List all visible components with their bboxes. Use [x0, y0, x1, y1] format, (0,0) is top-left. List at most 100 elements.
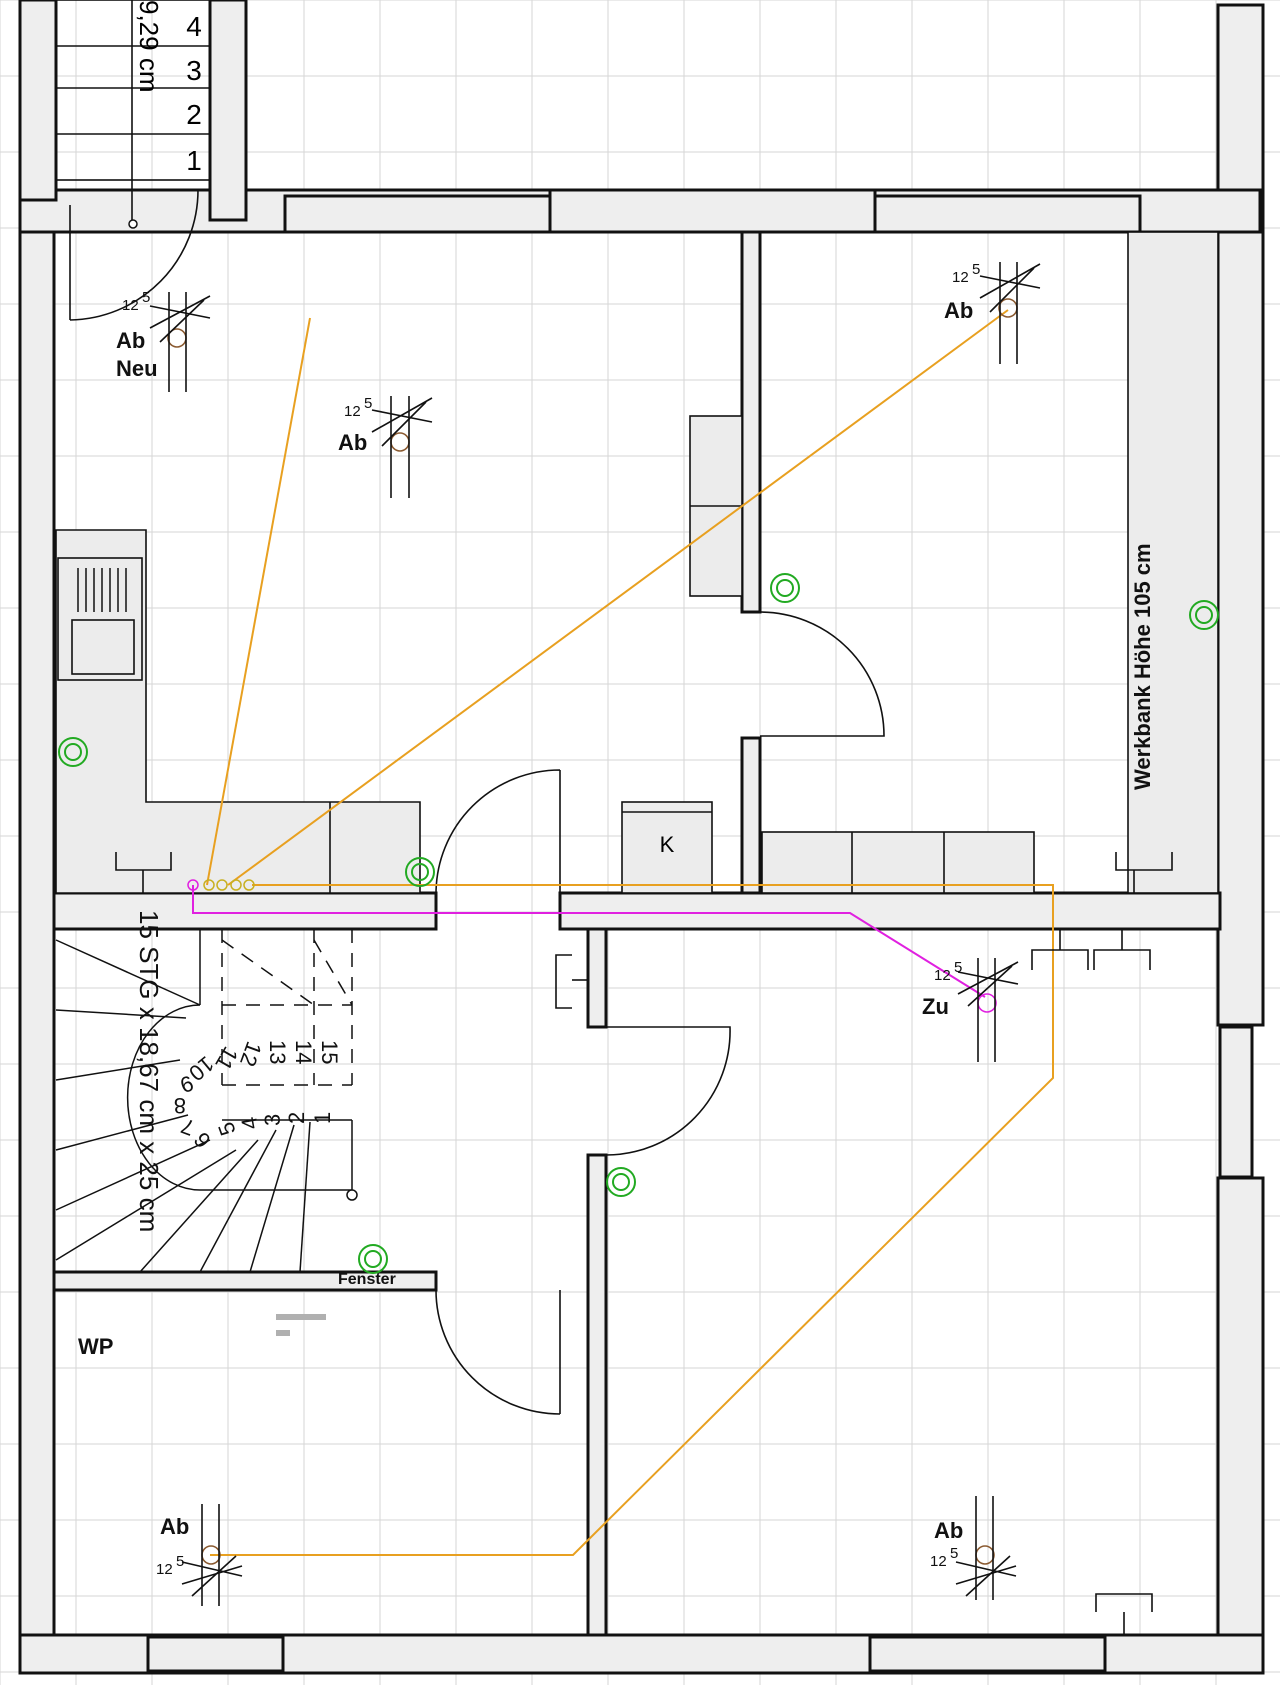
- duct-to-ab-bottom-left: [210, 884, 1054, 1556]
- door-kitchen-right: [759, 611, 885, 737]
- stair-partial-label: Fenster: [338, 1271, 396, 1288]
- kitchen-counter: [55, 529, 421, 894]
- valve-ab-neu: 12 5 Ab Neu: [116, 289, 211, 392]
- size-tag-sup: 5: [142, 289, 150, 306]
- stair-num: 1: [310, 1112, 335, 1124]
- label-ab-mid: Ab: [338, 430, 367, 455]
- stair-num: 8: [174, 1093, 186, 1118]
- doors: [69, 189, 885, 1415]
- legend-bar-2: [276, 1330, 290, 1336]
- fridge: [621, 801, 713, 894]
- label-wp: WP: [78, 1334, 113, 1359]
- label-ab-neu-2: Neu: [116, 356, 158, 381]
- wall-left: [18, 0, 56, 1672]
- light-fixture: [555, 954, 572, 1009]
- stair-numbers: 15 14 13 12 11 10 9 8 7 6 5 4 3 2 1: [174, 1038, 342, 1153]
- outlet-stair: [358, 1244, 388, 1274]
- light-fixture: [1095, 1593, 1153, 1612]
- stair-top-outline: [55, 0, 211, 181]
- valve-zu-icon: [977, 993, 997, 1013]
- stair-top-num-3: 3: [186, 55, 202, 86]
- stove: [57, 557, 143, 681]
- light-fixture: [1031, 949, 1089, 970]
- legend-bar-1: [276, 1314, 326, 1320]
- size-tag-sup: 5: [950, 1545, 958, 1562]
- outlet-cabinet: [770, 573, 800, 603]
- wall-divider-lower-2: [586, 1153, 608, 1637]
- duct-manifold: [187, 879, 255, 891]
- stair-top-wall-left: [18, 0, 58, 202]
- valve-ab-bottom-right: Ab 12 5: [930, 1496, 1017, 1600]
- size-tag-sup: 5: [176, 1553, 184, 1570]
- furniture: K Werkbank Höhe 105 cm: [55, 231, 1219, 894]
- stair-top-wall-right: [208, 0, 248, 222]
- stair-curve: [126, 1004, 201, 1191]
- duct-to-zu: [192, 885, 986, 998]
- duct-to-ab-mid: [206, 317, 311, 886]
- door-hall-upper: [435, 769, 561, 894]
- wall-divider-upper: [740, 230, 762, 614]
- stair-top-num-1: 1: [186, 145, 202, 176]
- oven-window: [71, 619, 135, 675]
- window-top-1: [283, 194, 552, 234]
- wall-right-lower: [1216, 1176, 1265, 1672]
- stair-top-dimension: 9,29 cm: [134, 0, 164, 93]
- window-bottom-2: [868, 1635, 1107, 1673]
- staircase-top: 4 3 2 1 9,29 cm: [55, 0, 211, 229]
- stair-top-num-2: 2: [186, 99, 202, 130]
- size-tag: 12: [156, 1561, 173, 1578]
- wall-stair-bottom: [52, 1270, 438, 1292]
- workbench: [1127, 231, 1219, 894]
- light-fixtures: [115, 852, 1173, 1635]
- fridge-label: K: [660, 832, 675, 857]
- valve-ab-bottom-left: Ab 12 5: [156, 1504, 243, 1606]
- valve-ab-mid: 12 5 Ab: [338, 395, 433, 498]
- stove-burners: [77, 568, 127, 612]
- duct-to-ab-top-right: [227, 309, 1009, 886]
- light-fixture: [1093, 949, 1151, 970]
- stair-top-start-dot: [128, 219, 138, 229]
- wall-divider-lower-1: [586, 927, 608, 1029]
- wall-middle-horizontal-right: [558, 891, 1222, 931]
- size-tag: 12: [344, 403, 361, 420]
- size-tag: 12: [930, 1553, 947, 1570]
- wall-divider-mid: [740, 736, 762, 895]
- door-stair-top: [69, 189, 199, 321]
- size-tag: 12: [122, 297, 139, 314]
- stair-num: 15: [317, 1040, 342, 1064]
- stair-upper-dashed: [221, 929, 353, 1086]
- wall-right-upper: [1216, 3, 1265, 1027]
- stair-num: 4: [236, 1115, 263, 1131]
- stair-num: 2: [284, 1112, 309, 1124]
- size-tag: 12: [952, 269, 969, 286]
- workbench-label: Werkbank Höhe 105 cm: [1130, 543, 1155, 790]
- size-tag-sup: 5: [954, 959, 962, 976]
- window-top-2: [548, 188, 877, 234]
- window-bottom-1: [146, 1635, 285, 1673]
- door-lower-left: [435, 1289, 561, 1415]
- window-right: [1218, 1025, 1254, 1179]
- outlets: [58, 573, 1219, 1274]
- label-ab-neu-1: Ab: [116, 328, 145, 353]
- stair-main-label: 15 STG x 18,67 cm x 25 cm: [134, 910, 164, 1232]
- size-tag: 12: [934, 967, 951, 984]
- stair-top-num-4: 4: [186, 11, 202, 42]
- outlet-workbench: [1189, 600, 1219, 630]
- outlet-kitchen: [58, 737, 88, 767]
- stair-num: 13: [265, 1040, 290, 1064]
- walls: [18, 0, 1265, 1675]
- size-tag-sup: 5: [972, 261, 980, 278]
- outlet-counter: [405, 857, 435, 887]
- stair-num: 3: [260, 1114, 285, 1126]
- size-tag-sup: 5: [364, 395, 372, 412]
- light-fixture: [1115, 852, 1173, 871]
- wall-middle-horizontal-left: [52, 891, 438, 931]
- label-zu: Zu: [922, 994, 949, 1019]
- valve-ab-top-right: 12 5 Ab: [944, 261, 1041, 364]
- stair-num: 14: [291, 1040, 316, 1064]
- label-ab-bottom-right: Ab: [934, 1518, 963, 1543]
- valve-zu: 12 5 Zu: [922, 958, 1019, 1062]
- outlet-hall: [606, 1167, 636, 1197]
- valve-ab-bottom-right-icon: [975, 1545, 995, 1565]
